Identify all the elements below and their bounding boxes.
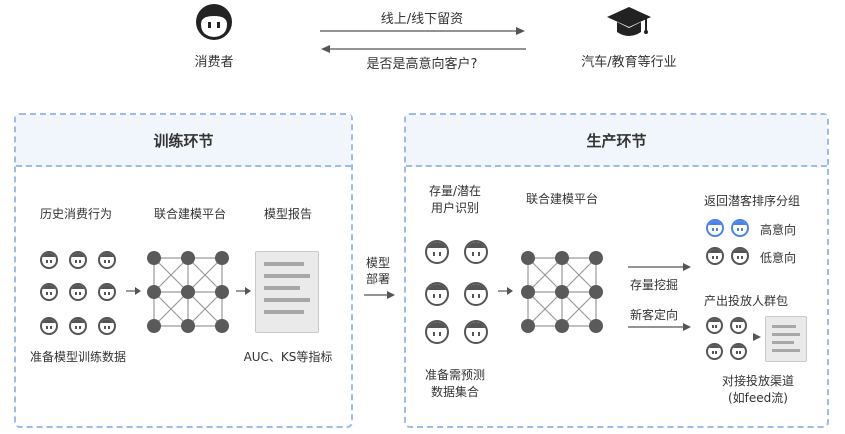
arrow-icon (126, 287, 141, 295)
user-face-icon (40, 283, 58, 301)
user-face-icon (98, 317, 116, 335)
channel-label-line1: 对接投放渠道 (721, 374, 794, 388)
user-face-icon (464, 320, 488, 344)
arrow-icon (236, 287, 251, 295)
arrow-right-label: 线上/线下留资 (380, 12, 464, 27)
user-face-icon (69, 251, 87, 269)
training-platform-label: 联合建模平台 (153, 207, 226, 221)
training-panel: 训练环节 (14, 113, 353, 428)
identify-label-line2: 用户识别 (430, 201, 479, 215)
user-face-icon (425, 240, 449, 264)
training-title: 训练环节 (16, 115, 351, 167)
user-face-icon (69, 317, 87, 335)
identify-label-line1: 存量/潜在 (428, 184, 482, 198)
channel-label-line2: (如feed流) (728, 391, 788, 405)
low-intent-label: 低意向 (760, 251, 797, 265)
report-label: 模型报告 (263, 207, 312, 221)
predict-label-line1: 准备需预测 (424, 368, 485, 382)
production-panel: 生产环节 (404, 113, 829, 428)
user-face-icon (425, 320, 449, 344)
arrow-left-label: 是否是高意向客户? (366, 57, 478, 72)
high-intent-user-icon (731, 219, 749, 237)
history-label: 历史消费行为 (39, 207, 112, 221)
consumer-icon (194, 2, 234, 42)
user-face-icon (464, 240, 488, 264)
user-face-icon (706, 343, 723, 360)
user-face-icon (98, 283, 116, 301)
user-face-icon (706, 317, 723, 334)
user-face-icon (69, 283, 87, 301)
return-label: 返回潜客排序分组 (704, 194, 801, 208)
mining-arrow-icon (628, 263, 691, 271)
user-face-icon (730, 343, 747, 360)
targeting-arrow-icon (628, 323, 691, 331)
industry-label: 汽车/教育等行业 (581, 55, 677, 70)
deploy-label-line1: 模型 (365, 256, 390, 270)
deploy-arrow-icon (364, 291, 395, 299)
metrics-label: AUC、KS等指标 (243, 350, 333, 364)
package-label: 产出投放人群包 (704, 294, 789, 308)
deploy-label-line2: 部署 (365, 272, 390, 286)
package-document-icon (765, 316, 807, 362)
production-node-grid-icon (521, 251, 603, 333)
package-arrow-icon (753, 333, 761, 341)
low-intent-user-icon (706, 247, 724, 265)
user-face-icon (40, 251, 58, 269)
training-data-label: 准备模型训练数据 (29, 350, 126, 364)
user-face-icon (425, 282, 449, 306)
arrow-icon (498, 287, 513, 295)
user-face-icon (464, 282, 488, 306)
training-node-grid-icon (147, 251, 229, 333)
graduation-cap-icon (606, 4, 652, 42)
consumer-label: 消费者 (194, 55, 234, 70)
predict-label-line2: 数据集合 (430, 385, 479, 399)
low-intent-user-icon (731, 247, 749, 265)
user-face-icon (40, 317, 58, 335)
user-face-icon (98, 251, 116, 269)
high-intent-user-icon (706, 219, 724, 237)
arrow-left-icon (321, 45, 526, 53)
arrow-right-icon (320, 27, 525, 35)
mining-label: 存量挖掘 (630, 278, 679, 292)
production-platform-label: 联合建模平台 (525, 192, 598, 206)
high-intent-label: 高意向 (760, 223, 797, 237)
user-face-icon (730, 317, 747, 334)
targeting-label: 新客定向 (630, 308, 679, 322)
report-document-icon (255, 251, 319, 333)
production-title: 生产环节 (406, 115, 827, 167)
